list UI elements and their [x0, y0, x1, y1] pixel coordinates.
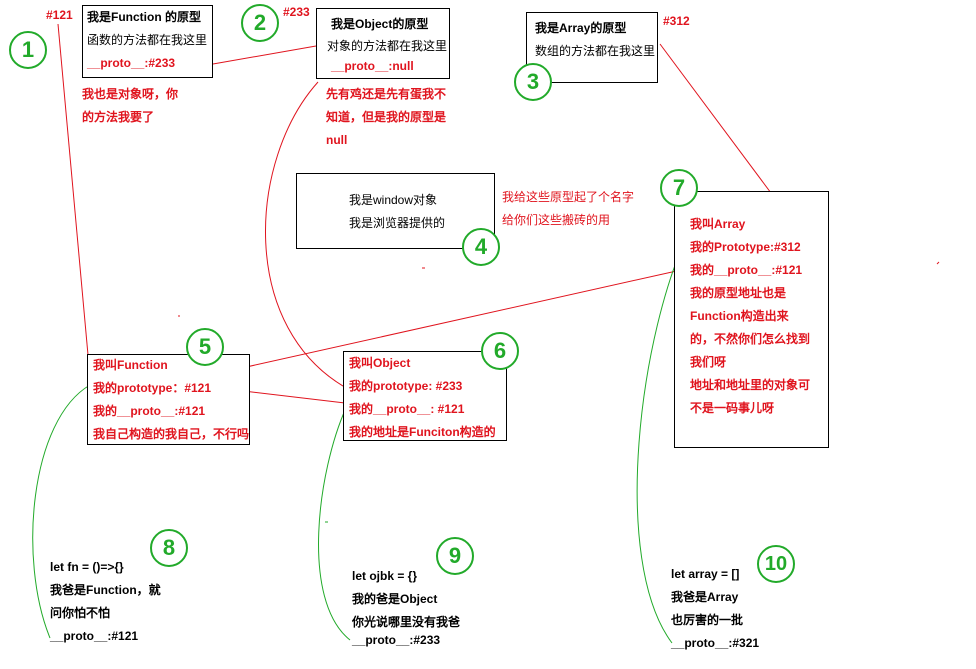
- object-prototype-note: 先有鸡还是先有蛋我不知道，但是我的原型是null: [326, 87, 447, 147]
- window-line-2: 我是浏览器提供的: [349, 216, 446, 230]
- prototype-naming-note: 我给这些原型起了个名字给你们这些搬砖的用: [502, 190, 635, 227]
- object-ctor-line-3: 我的__proto__: #121: [349, 402, 465, 416]
- function-prototype-note: 我也是对象呀，你的方法我要了: [82, 87, 179, 124]
- address-label-121: #121: [46, 8, 73, 22]
- arr-code-line-2: 我爸是Array: [671, 590, 739, 604]
- array-ctor-line-1: 我叫Array: [690, 217, 746, 231]
- function-ctor-line-4: 我自己构造的我自己，不行吗: [93, 427, 250, 441]
- object-proto-line-2: 对象的方法都在我这里: [327, 39, 448, 53]
- array-ctor-line-6: 的，不然你们怎么找到: [690, 332, 811, 346]
- green-link-fn-to-function-ctor: [32, 384, 91, 639]
- window-object-box: 我是window对象 我是浏览器提供的: [296, 173, 495, 249]
- object-ctor-line-1: 我叫Object: [349, 356, 411, 370]
- step-badge-10: 10: [757, 545, 795, 583]
- function-ctor-line-1: 我叫Function: [93, 358, 168, 372]
- object-ctor-line-2: 我的prototype: #233: [349, 379, 463, 393]
- step-badge-5: 5: [186, 328, 224, 366]
- array-proto-line-1: 我是Array的原型: [535, 21, 627, 35]
- function-ctor-line-2: 我的prototype：#121: [93, 381, 212, 395]
- array-proto-line-2: 数组的方法都在我这里: [535, 44, 656, 58]
- function-proto-line-2: 函数的方法都在我这里: [87, 33, 208, 47]
- arr-code-line-1: let array = []: [671, 567, 740, 581]
- red-link-array-ctor-to-function-ctor: [187, 267, 691, 381]
- array-constructor-box: 我叫Array 我的Prototype:#312 我的__proto__:#12…: [674, 191, 829, 448]
- obj-code-line-1: let ojbk = {}: [352, 569, 418, 583]
- array-ctor-line-2: 我的Prototype:#312: [690, 240, 801, 254]
- step-badge-8: 8: [150, 529, 188, 567]
- step-badge-4: 4: [462, 228, 500, 266]
- fn-code-line-3: 问你怕不怕: [50, 606, 111, 620]
- red-link-function-proto-to-object-proto: [212, 45, 317, 65]
- array-ctor-line-9: 不是一码事儿呀: [690, 401, 775, 415]
- array-ctor-line-8: 地址和地址里的对象可: [690, 378, 811, 392]
- function-constructor-box: 我叫Function 我的prototype：#121 我的__proto__:…: [87, 354, 250, 445]
- window-line-1: 我是window对象: [349, 193, 438, 207]
- object-ctor-line-4: 我的地址是Funciton构造的: [349, 425, 496, 439]
- array-ctor-line-4: 我的原型地址也是: [690, 286, 787, 300]
- step-badge-3: 3: [514, 63, 552, 101]
- array-ctor-line-7: 我们呀: [690, 355, 727, 369]
- step-badge-9: 9: [436, 537, 474, 575]
- fn-code-line-2: 我爸是Function，就: [50, 583, 161, 597]
- green-link-ojbk-to-object-ctor: [318, 407, 351, 641]
- function-ctor-line-3: 我的__proto__:#121: [93, 404, 206, 418]
- step-badge-1: 1: [9, 31, 47, 69]
- step-badge-6: 6: [481, 332, 519, 370]
- fn-code-line-4: __proto__:#121: [50, 629, 139, 643]
- function-prototype-box: 我是Function 的原型 函数的方法都在我这里 __proto__:#233: [82, 5, 213, 78]
- red-link-121-to-function-ctor: [57, 23, 89, 356]
- arr-code-line-3: 也厉害的一批: [671, 613, 744, 627]
- object-prototype-box: 我是Object的原型 对象的方法都在我这里 __proto__:null: [316, 8, 450, 79]
- function-proto-line-3: __proto__:#233: [87, 56, 176, 70]
- red-link-object-proto-to-object-ctor: [265, 81, 351, 391]
- array-ctor-line-5: Function构造出来: [690, 309, 789, 323]
- stray-mark: [936, 261, 940, 265]
- green-link-array-to-array-ctor: [636, 229, 691, 644]
- object-proto-line-3: __proto__:null: [331, 59, 414, 73]
- arr-code-line-4: __proto__:#321: [671, 636, 760, 650]
- obj-code-line-4: __proto__:#233: [352, 633, 441, 647]
- obj-code-line-2: 我的爸是Object: [352, 592, 438, 606]
- array-ctor-line-3: 我的__proto__:#121: [690, 263, 803, 277]
- address-label-312: #312: [663, 14, 690, 28]
- function-proto-line-1: 我是Function 的原型: [87, 10, 201, 24]
- step-badge-7: 7: [660, 169, 698, 207]
- object-proto-line-1: 我是Object的原型: [331, 17, 429, 31]
- fn-code-line-1: let fn = ()=>{}: [50, 560, 124, 574]
- object-constructor-box: 我叫Object 我的prototype: #233 我的__proto__: …: [343, 351, 507, 441]
- address-label-233: #233: [283, 5, 310, 19]
- obj-code-line-3: 你光说哪里没有我爸: [352, 615, 461, 629]
- step-badge-2: 2: [241, 4, 279, 42]
